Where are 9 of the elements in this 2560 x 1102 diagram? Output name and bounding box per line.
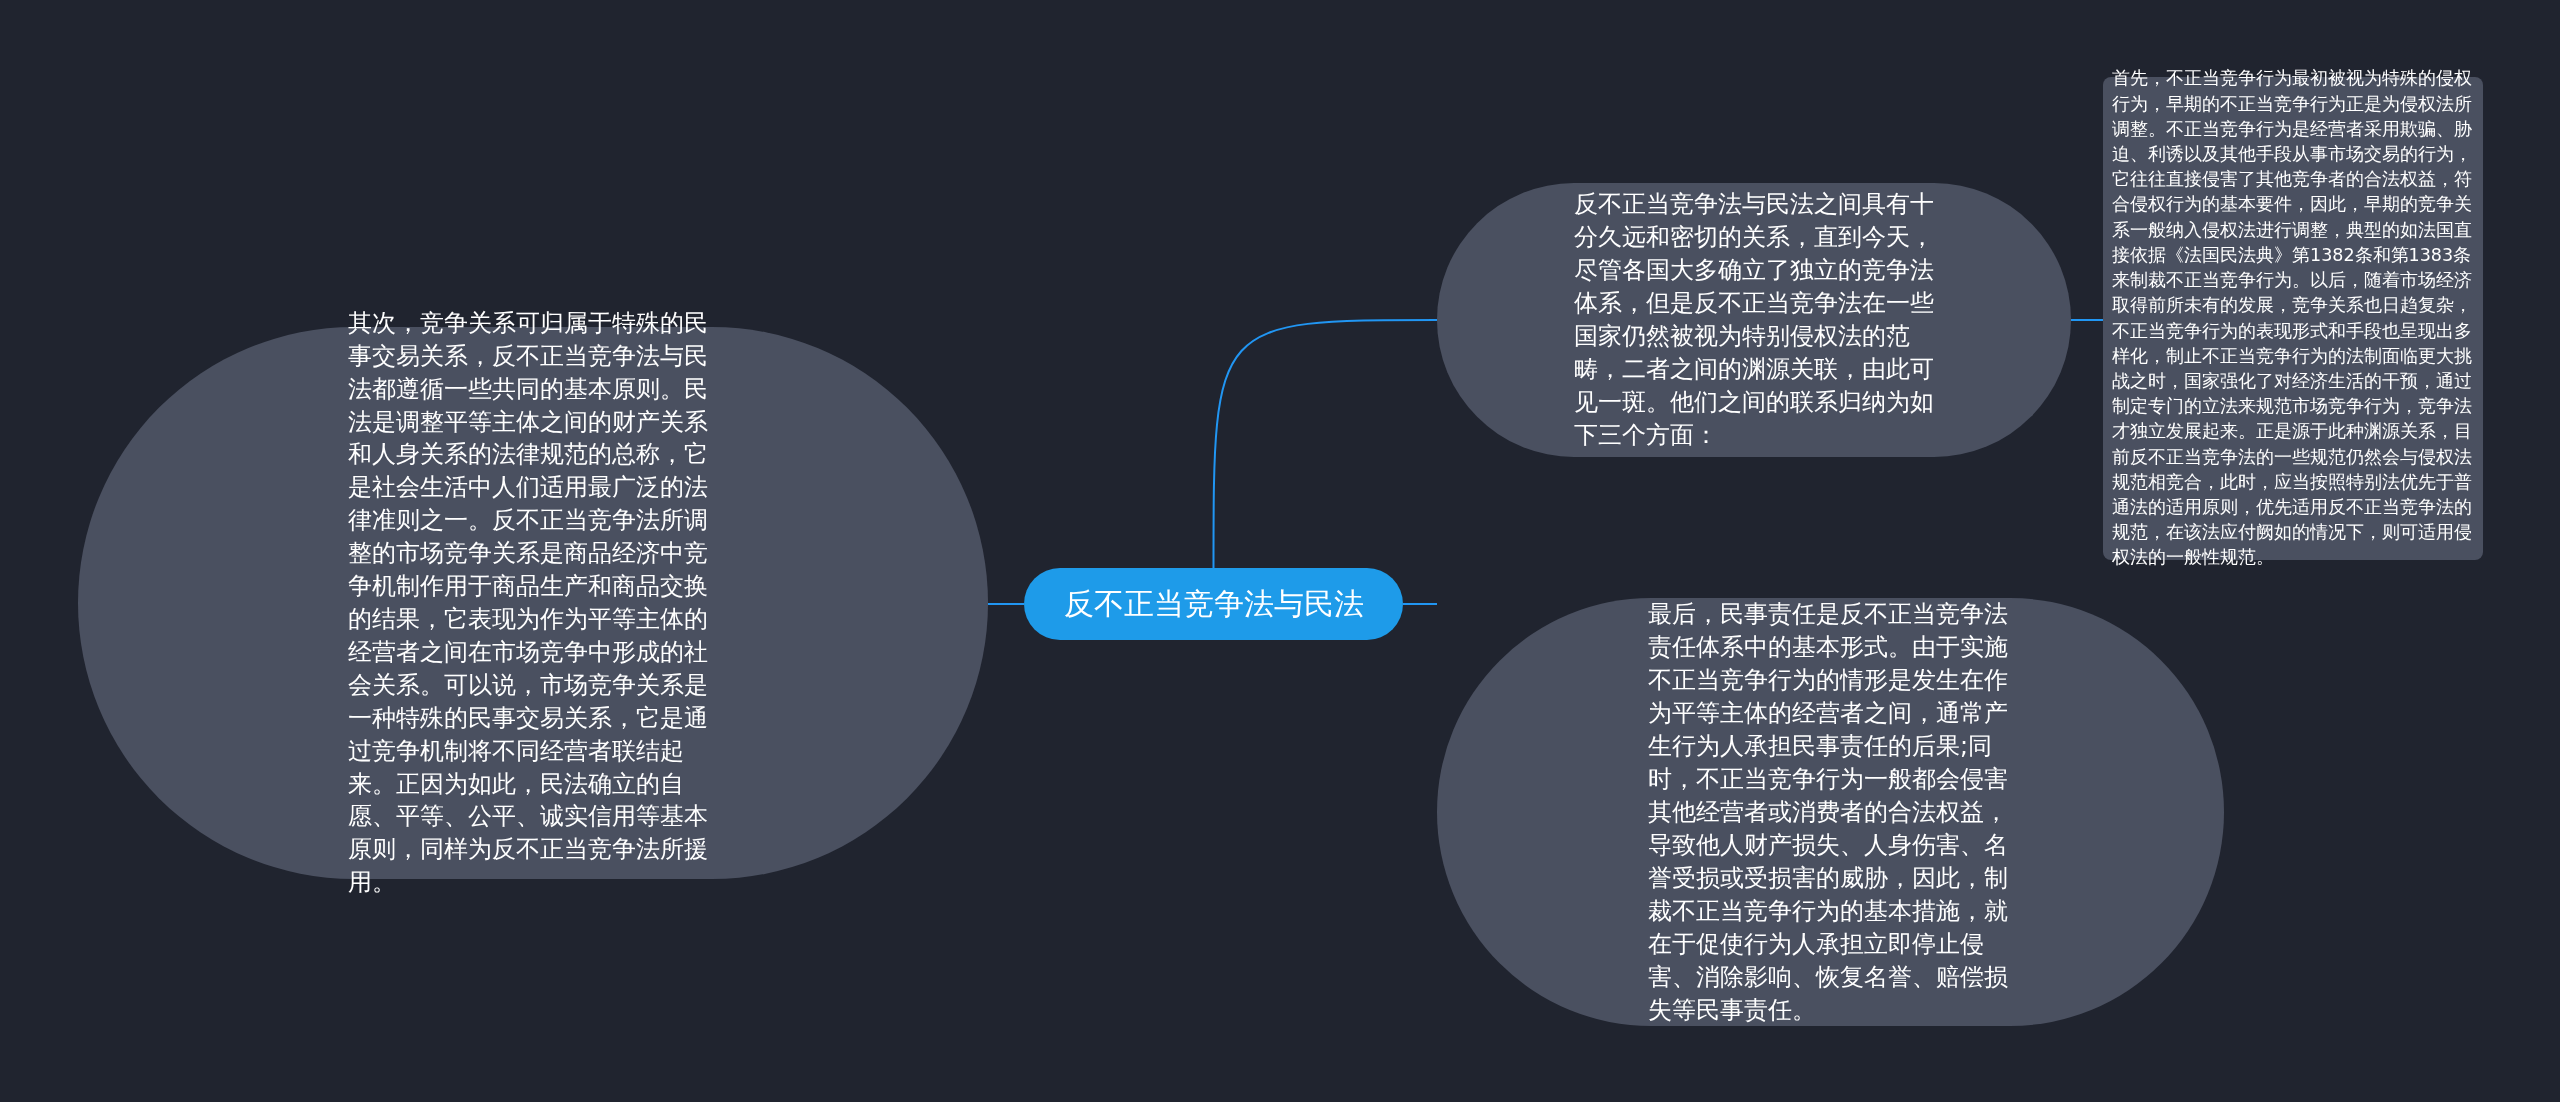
body-text: 反不正当竞争法与民法之间具有十分久远和密切的关系，直到今天，尽管各国大多确立了独立的竞争法体系，但是反不正当竞争法在一些国家仍然被视为特别侵权法的范畴，二者之间的渊源关联，由此可见一斑。他们之间的联系归纳为如下三个方面： [1574, 189, 1934, 451]
connector-line [1212, 319, 1438, 569]
connector-line [2070, 319, 2104, 321]
body-text: 首先，不正当竞争行为最初被视为特殊的侵权行为，早期的不正当竞争行为正是为侵权法所调整。不正当竞争行为是经营者采用欺骗、胁迫、利诱以及其他手段从事市场交易的行为，它往往直接侵害了其他竞争者的合法权益，符合侵权行为的基本要件，因此，早期的竞争关系一般纳入侵权法进行调整，典型的如法国直接依据《法国民法典》第1382条和第1383条来制裁不正当竞争行为。以后，随着市场经济取得前所未有的发展，竞争关系也日趋复杂，不正当竞争行为的表现形式和手段也呈现出多样化，制止不正当竞争行为的法制面临更大挑战之时，国家强化了对经济生活的干预，通过制定专门的立法来规范市场竞争行为，竞争法才独立发展起来。正是源于此种渊源关系，目前反不正当竞争法的一些规范仍然会与侵权法规范相竞合，此时，应当按照特别法优先于普通法的适用原则，优先适用反不正当竞争法的规范，在该法应付阙如的情况下，则可适用侵权法的一般性规范。 [2112, 67, 2473, 570]
body-text: 最后，民事责任是反不正当竞争法责任体系中的基本形式。由于实施不正当竞争行为的情形是发生在作为平等主体的经营者之间，通常产生行为人承担民事责任的后果;同时，不正当竞争行为一般都会侵害其他经营者或消费者的合法权益，导致他人财产损失、人身伤害、名誉受损或受损害的威胁，因此，制裁不正当竞争行为的基本措施，就在于促使行为人承担立即停止侵害、消除影响、恢复名誉、赔偿损失等民事责任。 [1648, 598, 2009, 1026]
topic-title: 反不正当竞争法与民法 [1062, 585, 1365, 623]
connector-line [1402, 603, 1438, 605]
body-text: 其次，竞争关系可归属于特殊的民事交易关系，反不正当竞争法与民法都遵循一些共同的基本原则。民法是调整平等主体之间的财产关系和人身关系的法律规范的总称，它是社会生活中人们适用最广泛的法律准则之一。反不正当竞争法所调整的市场竞争关系是商品经济中竞争机制作用于商品生产和商品交换的结果，它表现为作为平等主体的经营者之间在市场竞争中形成的社会关系。可以说，市场竞争关系是一种特殊的民事交易关系，它是通过竞争机制将不同经营者联结起来。正因为如此，民法确立的自愿、平等、公平、诚实信用等基本原则，同样为反不正当竞争法所援用。 [348, 306, 709, 899]
connector-line [987, 603, 1025, 605]
